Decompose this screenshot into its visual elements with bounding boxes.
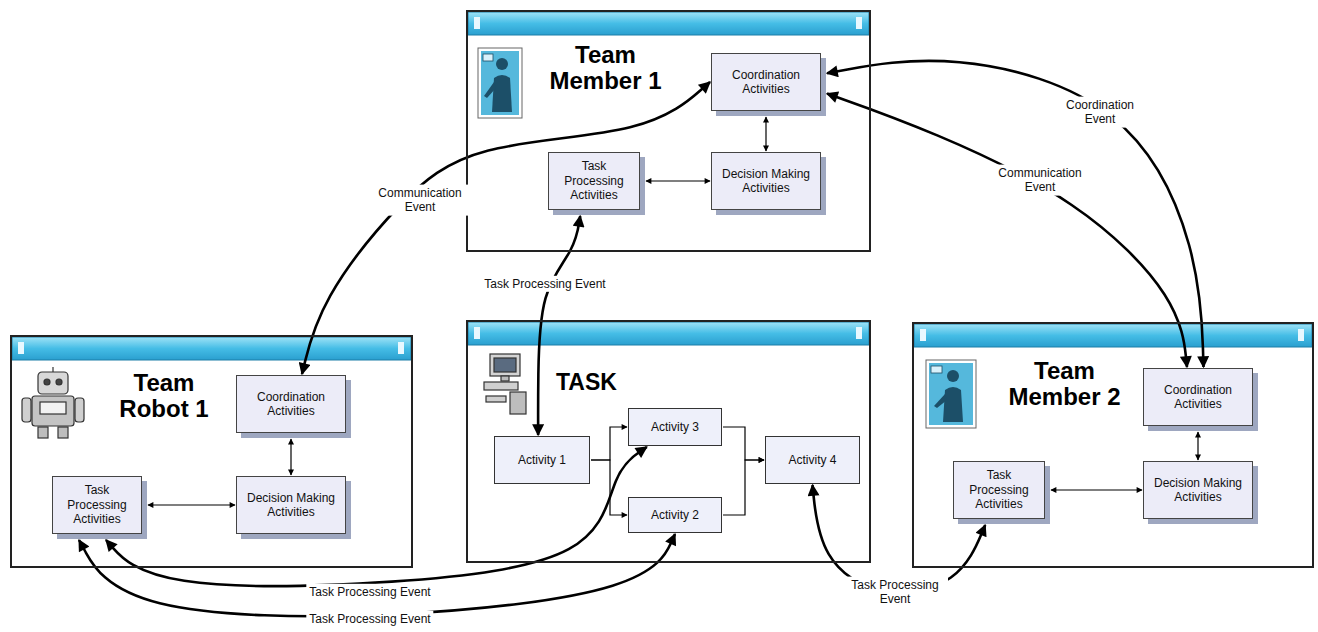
box-label: Activity 1 [518,453,566,467]
event-label: Communication Event [372,185,468,216]
flow-arrow [723,460,764,515]
title-bar [914,324,1312,347]
flow-arrow [765,117,766,151]
flow-arrow [148,504,235,505]
team-window: Team Member 2 Coordination ActivitiesTask… [912,322,1314,568]
box-label: Task Processing Activities [553,159,635,202]
event-arrow [302,82,710,374]
box-label: Coordination Activities [241,390,341,419]
window-heading: Team Robot 1 [104,370,224,423]
title-bar-mark [398,342,404,354]
event-label: Task Processing Event [306,611,433,627]
window-heading: Team Member 2 [1002,358,1127,411]
activity-block: Coordination Activities [711,53,821,111]
event-label: Task Processing Event [481,276,608,292]
box-label: Decision Making Activities [1148,476,1248,505]
computer-icon [484,354,526,414]
person-icon [478,48,522,118]
box-label: Coordination Activities [1148,383,1248,412]
flow-arrow [591,460,627,515]
event-arrow [79,534,675,616]
event-label: Coordination Event [1057,97,1143,128]
window-heading: Team Member 1 [543,42,668,95]
title-bar-mark [474,17,480,29]
flow-arrow [723,427,764,460]
box-label: Task Processing Activities [57,483,137,526]
box-label: Task Processing Activities [958,468,1040,511]
window-heading: TASK [556,370,617,395]
box-label: Activity 3 [651,420,699,434]
activity-block: Task Processing Activities [548,152,640,210]
activity-block: Decision Making Activities [236,476,346,534]
event-arrow [827,94,1187,367]
team-window: TASK Activity 1 Activity 3 Activity 2 Activi… [466,320,871,563]
activity-block: Coordination Activities [1143,368,1253,426]
title-bar [468,12,869,35]
team-window: Team Robot 1 Coordination ActivitiesTask … [10,335,413,568]
activity-block: Decision Making Activities [1143,461,1253,519]
activity-box: Activity 3 [628,408,722,446]
title-bars [12,12,1312,360]
title-bar-mark [856,17,862,29]
activity-block: Coordination Activities [236,375,346,433]
event-label: Communication Event [992,165,1088,196]
box-label: Decision Making Activities [716,167,816,196]
box-label: Decision Making Activities [241,491,341,520]
activity-box: Activity 1 [494,436,590,484]
title-bar [468,322,869,345]
title-bar-mark [1298,329,1304,341]
team-window: Team Member 1 Coordination ActivitiesTask… [466,10,871,252]
activity-box: Activity 2 [628,497,722,533]
flow-arrow [1197,432,1198,460]
robot-icon [22,367,84,438]
event-label: Task Processing Event [306,584,433,600]
flow-arrow [1051,489,1142,490]
event-arrow [538,216,580,435]
box-label: Activity 4 [788,453,836,467]
title-bar [12,337,411,360]
title-bar-mark [920,329,926,341]
title-bar-mark [856,327,862,339]
activity-block: Task Processing Activities [52,476,142,534]
person-icon [926,360,976,428]
activity-block: Decision Making Activities [711,152,821,210]
box-label: Activity 2 [651,508,699,522]
flow-arrow [646,180,710,181]
box-label: Coordination Activities [716,68,816,97]
title-bar-mark [18,342,24,354]
title-bar-mark [474,327,480,339]
activity-box: Activity 4 [765,436,860,484]
flow-arrow [591,427,627,460]
event-label: Task Processing Event [842,577,948,608]
activity-block: Task Processing Activities [953,461,1045,519]
flow-arrow [290,439,291,475]
